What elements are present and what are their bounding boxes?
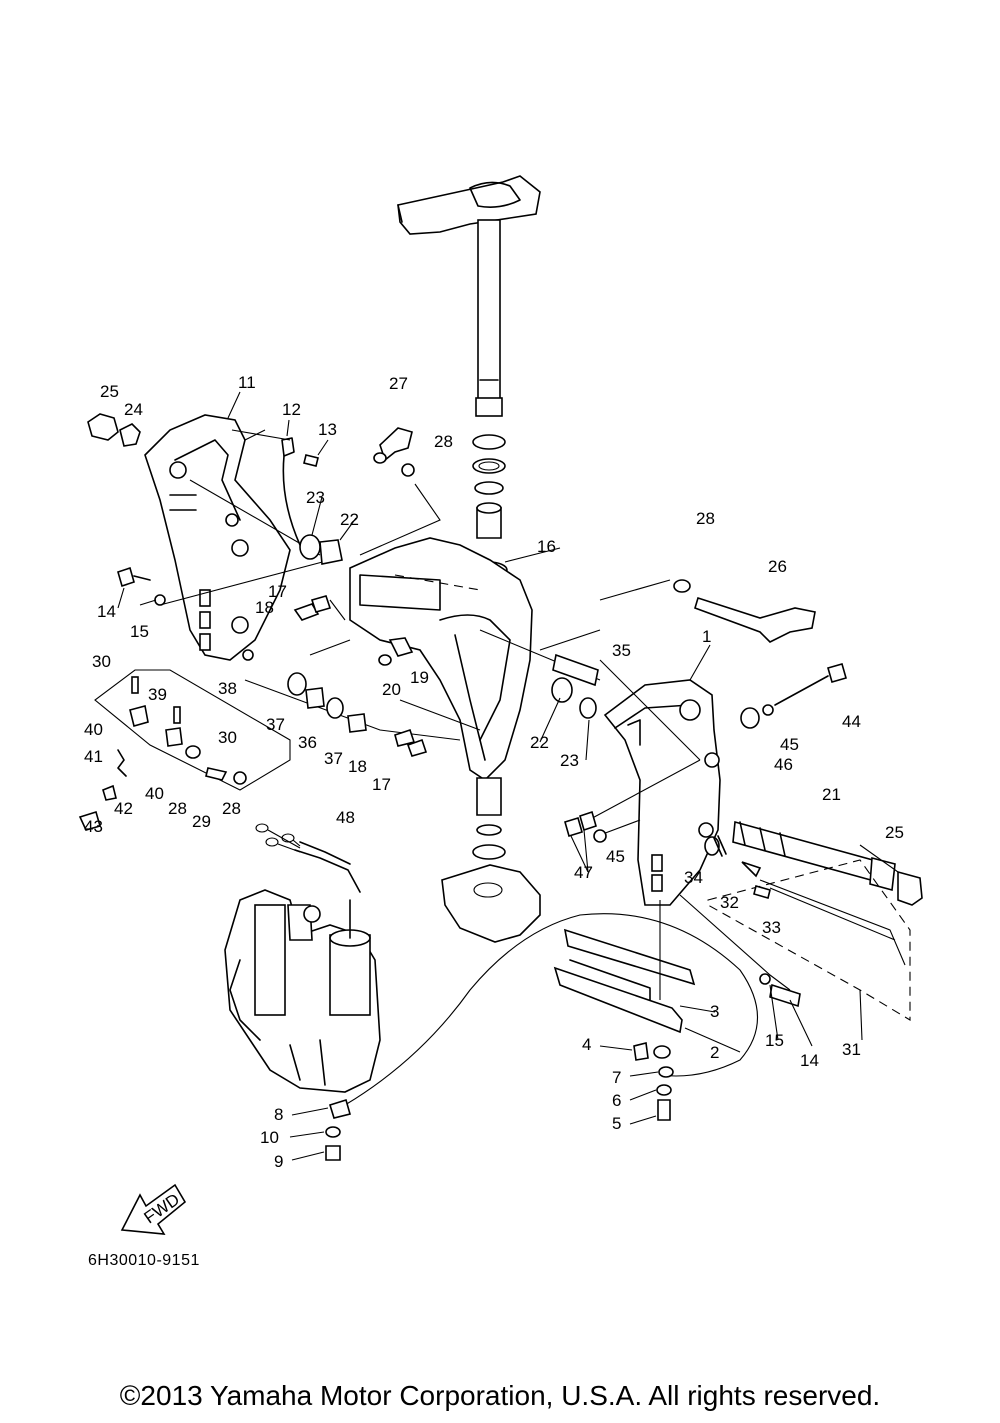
callout-labels: 1 2 3 4 5 6 7 8 9 10 11 12 13 14 14 15 1… xyxy=(84,373,904,1171)
callout: 44 xyxy=(842,712,861,731)
callout: 48 xyxy=(336,808,355,827)
clamp-bracket-right xyxy=(603,679,721,906)
callout: 26 xyxy=(768,557,787,576)
callout: 27 xyxy=(389,374,408,393)
callout: 25 xyxy=(100,382,119,401)
callout: 30 xyxy=(218,728,237,747)
callout: 36 xyxy=(298,733,317,752)
callout: 29 xyxy=(192,812,211,831)
callout: 43 xyxy=(84,817,103,836)
callout: 46 xyxy=(774,755,793,774)
callout: 37 xyxy=(266,715,285,734)
callout: 31 xyxy=(842,1040,861,1059)
callout: 28 xyxy=(168,799,187,818)
callout: 40 xyxy=(145,784,164,803)
anode-plate xyxy=(553,928,696,1034)
callout: 37 xyxy=(324,749,343,768)
callout: 28 xyxy=(696,509,715,528)
callout: 12 xyxy=(282,400,301,419)
callout: 28 xyxy=(222,799,241,818)
callout: 45 xyxy=(780,735,799,754)
callout: 42 xyxy=(114,799,133,818)
drawing-code: 6H30010-9151 xyxy=(88,1252,200,1269)
callout: 33 xyxy=(762,918,781,937)
copyright-notice: ©2013 Yamaha Motor Corporation, U.S.A. A… xyxy=(119,1380,881,1411)
lower-mount-yoke xyxy=(441,777,541,943)
callout: 40 xyxy=(84,720,103,739)
callout: 15 xyxy=(130,622,149,641)
callout: 45 xyxy=(606,847,625,866)
callout: 2 xyxy=(710,1043,719,1062)
callout: 25 xyxy=(885,823,904,842)
callout: 35 xyxy=(612,641,631,660)
callout: 22 xyxy=(530,733,549,752)
callout: 16 xyxy=(537,537,556,556)
callout: 8 xyxy=(274,1105,283,1124)
callout: 20 xyxy=(382,680,401,699)
power-trim-tilt-unit xyxy=(224,889,381,1093)
callout: 39 xyxy=(148,685,167,704)
callout: 9 xyxy=(274,1152,283,1171)
callout: 13 xyxy=(318,420,337,439)
callout: 4 xyxy=(582,1035,591,1054)
leader-lines xyxy=(94,429,911,1106)
callout: 32 xyxy=(720,893,739,912)
callout-arrows xyxy=(117,391,899,1161)
callout: 18 xyxy=(348,757,367,776)
callout: 1 xyxy=(702,627,711,646)
callout: 28 xyxy=(434,432,453,451)
cable-48 xyxy=(255,823,361,893)
callout: 34 xyxy=(684,868,703,887)
callout: 22 xyxy=(340,510,359,529)
callout: 17 xyxy=(268,582,287,601)
callout: 5 xyxy=(612,1114,621,1133)
callout: 19 xyxy=(410,668,429,687)
callout: 24 xyxy=(124,400,143,419)
callout: 41 xyxy=(84,747,103,766)
callout: 30 xyxy=(92,652,111,671)
callout: 14 xyxy=(97,602,116,621)
callout: 6 xyxy=(612,1091,621,1110)
callout: 17 xyxy=(372,775,391,794)
tilt-rod xyxy=(673,579,816,643)
clamp-bracket-left xyxy=(144,414,291,661)
callout: 7 xyxy=(612,1068,621,1087)
callout: 47 xyxy=(574,863,593,882)
callout: 10 xyxy=(260,1128,279,1147)
fwd-arrow-icon: FWD xyxy=(120,1183,187,1235)
callout: 14 xyxy=(800,1051,819,1070)
steering-shaft xyxy=(397,175,541,417)
swivel-bracket xyxy=(349,537,533,782)
callout: 11 xyxy=(238,373,256,392)
callout: 15 xyxy=(765,1031,784,1050)
bracket-27 xyxy=(373,427,413,464)
hardware xyxy=(78,413,847,1161)
callout: 38 xyxy=(218,679,237,698)
callout: 18 xyxy=(255,598,274,617)
callout: 21 xyxy=(822,785,841,804)
callout: 23 xyxy=(560,751,579,770)
